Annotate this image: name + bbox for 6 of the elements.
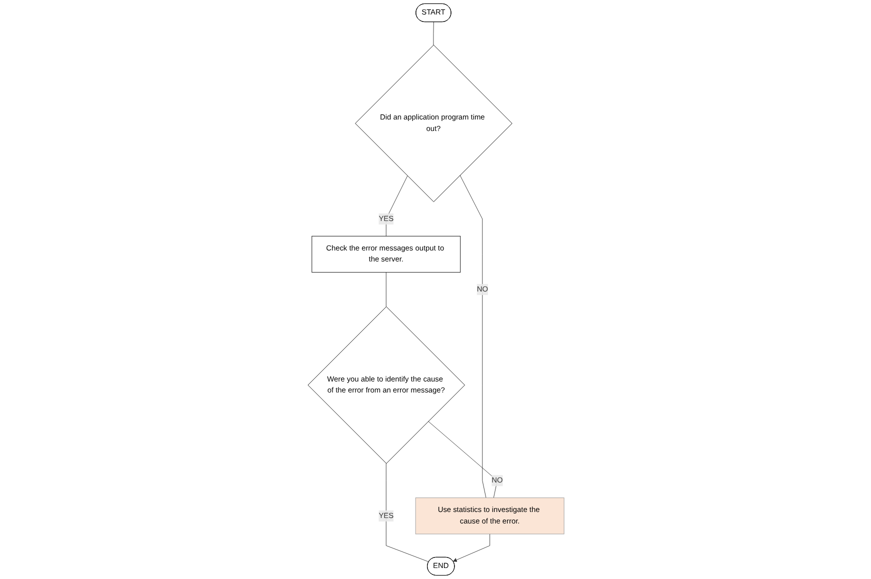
connector: [459, 175, 486, 498]
connector: [385, 463, 429, 562]
connector: [428, 421, 497, 498]
connector: [385, 272, 386, 307]
connector: [385, 176, 408, 236]
connector: [432, 22, 434, 46]
